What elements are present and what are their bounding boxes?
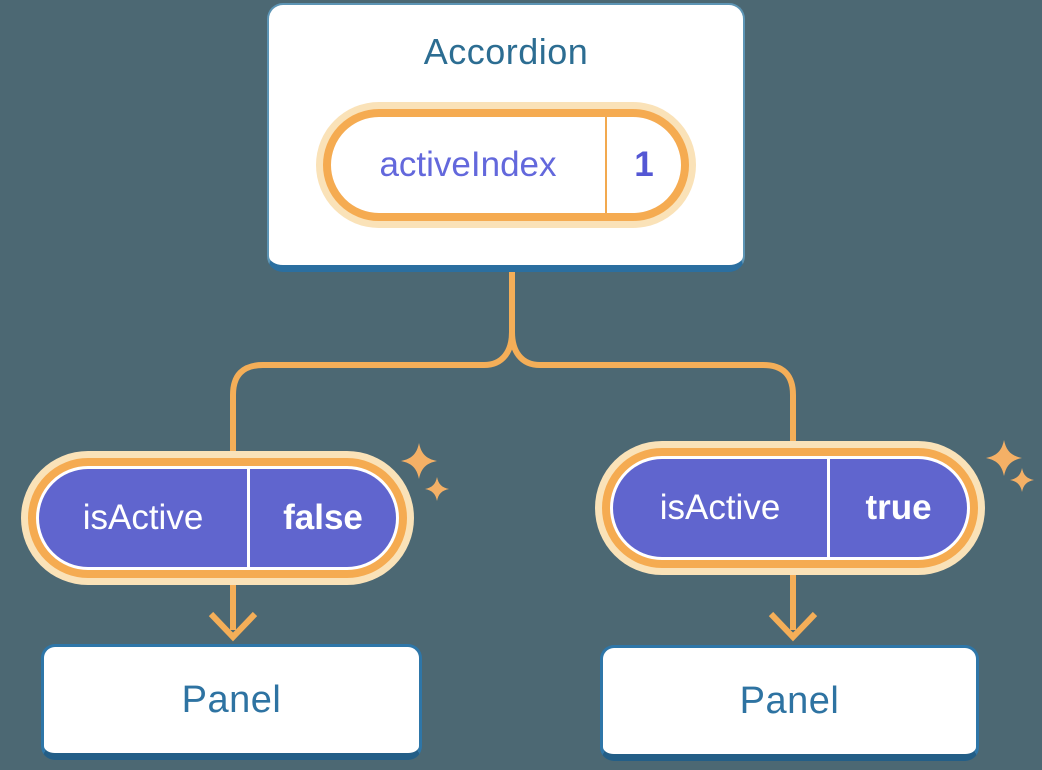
panel-label: Panel	[739, 679, 840, 722]
state-pill-divider	[605, 117, 607, 213]
prop-name: isActive	[82, 498, 204, 537]
sparkle-icon	[401, 443, 437, 479]
state-value: 1	[634, 145, 654, 184]
prop-pill-divider	[827, 459, 830, 557]
sparkle-icon	[1010, 468, 1034, 492]
panel-card-right: Panel	[600, 645, 979, 761]
sparkle-icon	[425, 477, 449, 501]
panel-card-left: Panel	[41, 644, 422, 760]
prop-name: isActive	[659, 488, 781, 527]
prop-value: false	[283, 498, 363, 537]
prop-pill-isactive-false: isActive false	[28, 458, 407, 578]
arrowhead-right-icon	[768, 611, 818, 642]
connector-branch-right	[509, 331, 796, 630]
prop-pill-isactive-true: isActive true	[602, 448, 978, 568]
sparkle-icon	[986, 440, 1022, 476]
prop-pill-body: isActive false	[39, 469, 396, 567]
arrowhead-left-icon	[208, 611, 258, 642]
accordion-card: Accordion activeIndex 1	[267, 3, 745, 272]
state-name: activeIndex	[379, 145, 557, 184]
prop-pill-divider	[247, 469, 250, 567]
prop-pill-body: isActive true	[613, 459, 967, 557]
prop-value: true	[865, 488, 932, 527]
state-pill: activeIndex 1	[323, 109, 689, 221]
panel-label: Panel	[181, 678, 282, 721]
accordion-title: Accordion	[423, 31, 589, 72]
connector-branch-left	[230, 331, 515, 630]
